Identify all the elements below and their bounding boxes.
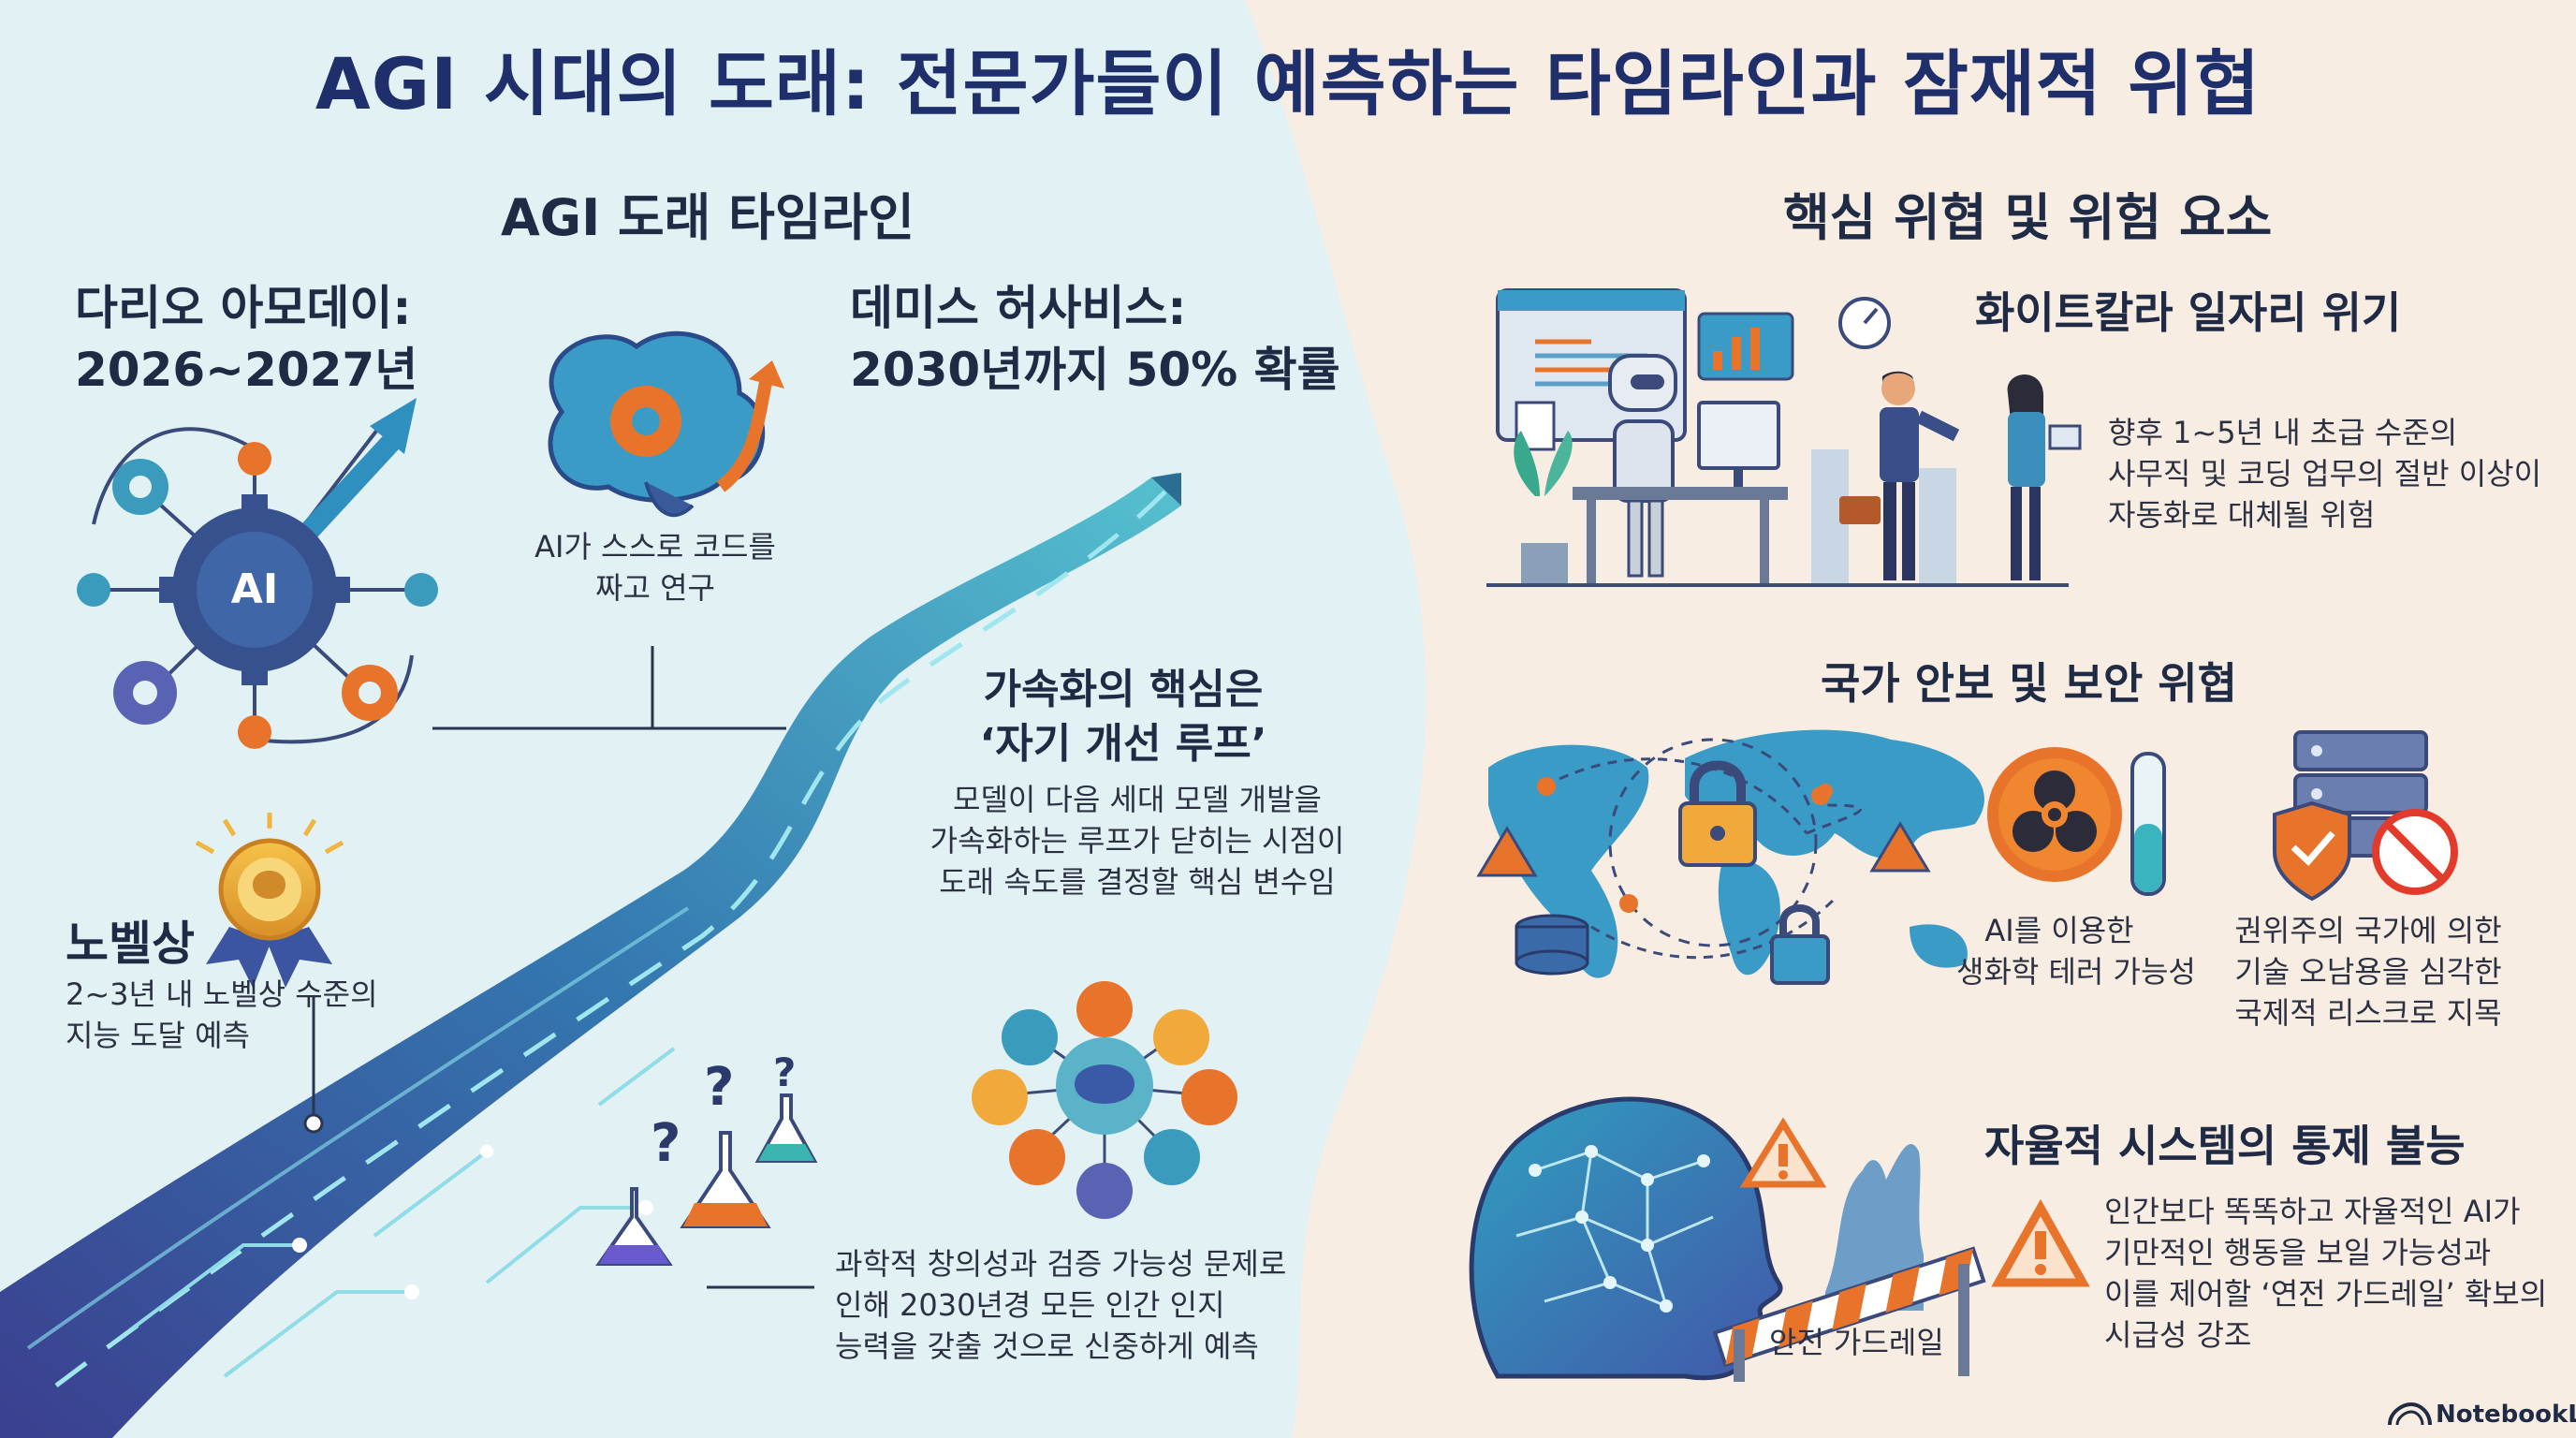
svg-text:?: ? (773, 1049, 796, 1095)
guardrail-label: 안전 가드레일 (1769, 1325, 1944, 1360)
amodei-years: 2026~2027년 (75, 343, 418, 397)
ai-gear-network-icon (77, 398, 438, 749)
timeline-heading: AGI 도래 타임라인 (501, 188, 915, 247)
hassabis-name: 데미스 허사비스: (850, 281, 1187, 335)
misuse-line-3: 국제적 리스크로 지목 (2234, 995, 2502, 1031)
science-body-line-2: 인해 2030년경 모든 인간 인지 (835, 1287, 1225, 1323)
nobel-body: 2~3년 내 노벨상 수준의 지능 도달 예측 (66, 974, 378, 1056)
creativity-brain-wheel-icon (972, 981, 1237, 1219)
acceleration-title: 가속화의 핵심은 ‘자기 개선 루프’ (936, 663, 1310, 771)
science-body: 과학적 창의성과 검증 가능성 문제로 인해 2030년경 모든 인간 인지 능… (835, 1243, 1286, 1367)
flask-question-icon: ? ? ? (595, 1049, 818, 1266)
amodei-name: 다리오 아모데이: (75, 281, 412, 335)
acceleration-title-line-1: 가속화의 핵심은 (983, 666, 1264, 713)
autonomous-body: 인간보다 똑똑하고 자율적인 AI가 기만적인 행동을 보일 가능성과 이를 제… (2104, 1191, 2547, 1356)
ai-badge: AI (230, 565, 279, 613)
whitecollar-body-line-3: 자동화로 대체될 위험 (2108, 497, 2376, 533)
amodei-prediction: 다리오 아모데이: 2026~2027년 (75, 277, 417, 401)
autonomous-title: 자율적 시스템의 통제 불능 (1984, 1121, 2466, 1171)
whitecollar-body-line-2: 사무직 및 코딩 업무의 절반 이상이 (2108, 456, 2542, 492)
hassabis-probability: 2030년까지 50% 확률 (850, 343, 1340, 397)
nobel-body-line-2: 지능 도달 예측 (66, 1018, 250, 1053)
bioterror-line-2: 생화학 테러 가능성 (1956, 954, 2196, 990)
bioterror-line-1: AI를 이용한 (1984, 913, 2134, 948)
science-body-line-1: 과학적 창의성과 검증 가능성 문제로 (835, 1246, 1287, 1282)
self-coding-caption: AI가 스스로 코드를 짜고 연구 (529, 526, 782, 609)
acceleration-body-line-1: 모델이 다음 세대 모델 개발을 (953, 782, 1322, 817)
misuse-line-1: 권위주의 국가에 의한 (2234, 913, 2502, 948)
autonomous-body-line-1: 인간보다 똑똑하고 자율적인 AI가 (2104, 1194, 2521, 1229)
notebooklm-logo-icon (2388, 1401, 2432, 1426)
autonomous-body-line-4: 시급성 강조 (2104, 1317, 2252, 1353)
threats-heading: 핵심 위협 및 위험 요소 (1783, 188, 2273, 247)
hassabis-prediction: 데미스 허사비스: 2030년까지 50% 확률 (850, 277, 1340, 401)
whitecollar-body: 향후 1~5년 내 초급 수준의 사무직 및 코딩 업무의 절반 이상이 자동화… (2108, 412, 2541, 536)
nobel-body-line-1: 2~3년 내 노벨상 수준의 (66, 976, 378, 1012)
brand-label: NotebookLM (2436, 1401, 2576, 1429)
biohazard-icon (1987, 747, 2166, 896)
page-title: AGI 시대의 도래: 전문가들이 예측하는 타임라인과 잠재적 위협 (315, 42, 2261, 125)
acceleration-body-line-2: 가속화하는 루프가 닫히는 시점이 (929, 823, 1345, 858)
office-automation-icon (1486, 288, 2082, 587)
world-map-lock-icon (1476, 729, 1984, 985)
acceleration-title-line-2: ‘자기 개선 루프’ (979, 720, 1267, 768)
science-body-line-3: 능력을 갖출 것으로 신중하게 예측 (835, 1328, 1259, 1364)
bioterror-caption: AI를 이용한 생화학 테러 가능성 (1956, 910, 2196, 992)
timeline-road-icon (0, 473, 1181, 1438)
whitecollar-title: 화이트칼라 일자리 위기 (1975, 287, 2402, 338)
security-title: 국가 안보 및 보안 위협 (1821, 658, 2237, 709)
autonomous-body-line-3: 이를 제어할 ‘연전 가드레일’ 확보의 (2104, 1276, 2548, 1312)
server-shield-icon (2273, 730, 2458, 902)
autonomous-body-line-2: 기만적인 행동을 보일 가능성과 (2104, 1235, 2492, 1270)
nobel-title: 노벨상 (66, 917, 195, 971)
self-coding-line-1: AI가 스스로 코드를 (534, 529, 776, 565)
acceleration-body: 모델이 다음 세대 모델 개발을 가속화하는 루프가 닫히는 시점이 도래 속도… (922, 779, 1353, 902)
self-coding-line-2: 짜고 연구 (595, 570, 715, 606)
svg-text:?: ? (704, 1057, 734, 1118)
misuse-line-2: 기술 오남용을 심각한 (2234, 954, 2502, 990)
connector-lines (312, 646, 814, 1289)
svg-text:?: ? (651, 1113, 681, 1174)
misuse-caption: 권위주의 국가에 의한 기술 오남용을 심각한 국제적 리스크로 지목 (2228, 910, 2509, 1034)
human-head-network-icon (1469, 1096, 2090, 1382)
nobel-medal-icon (195, 813, 344, 988)
acceleration-body-line-3: 도래 속도를 결정할 핵심 변수임 (939, 864, 1336, 900)
brain-gear-icon (548, 330, 784, 518)
whitecollar-body-line-1: 향후 1~5년 내 초급 수준의 (2108, 415, 2458, 450)
